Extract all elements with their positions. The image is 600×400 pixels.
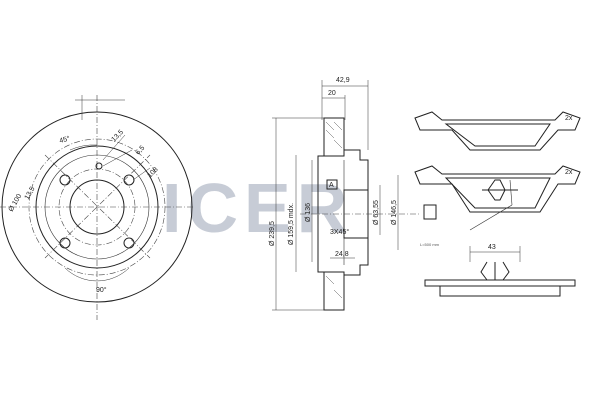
label-width-hub: 20: [328, 90, 336, 97]
pad-bottom-friction: [444, 177, 551, 209]
angle-arc-bottom: [64, 267, 130, 282]
disc-inner-wall: [317, 155, 324, 273]
pilot-hole: [95, 162, 103, 170]
pad-top-backplate: [414, 111, 581, 151]
label-qty-bottom: 2x: [565, 169, 573, 176]
label-bolt-hole: 13,5: [110, 129, 125, 144]
center-line-diagonal: [44, 154, 151, 259]
pad-side-clip-right: [502, 261, 510, 281]
label-angle-top: 45°: [58, 134, 70, 145]
label-outer-2: 13,5: [24, 186, 37, 201]
angle-arc-top: [69, 144, 98, 151]
center-line-diagonal: [44, 154, 151, 259]
hatch: [325, 129, 335, 139]
leader-line: [102, 134, 126, 161]
bolt-hole: [59, 174, 71, 186]
bolt-hole: [123, 174, 135, 186]
label-marker: A: [329, 182, 334, 189]
leader-line: [102, 149, 133, 167]
pad-top-friction: [444, 123, 551, 147]
label-thickness: 24,8: [335, 251, 349, 258]
label-chamfer: 3X45°: [330, 228, 349, 236]
watermark-text: ICER: [162, 169, 353, 247]
label-outer-diameter: Ø 239,5: [269, 221, 276, 246]
pad-side-clip-left: [480, 261, 488, 281]
hatch: [333, 289, 343, 299]
hatch: [325, 121, 335, 131]
pad-wire: [509, 179, 513, 206]
hatch: [325, 275, 335, 285]
bolt-hole: [123, 237, 135, 249]
label-pilot-hole: 6,5: [134, 145, 146, 157]
leader-line: [132, 167, 151, 181]
label-flange-diameter: Ø 146,5: [391, 200, 398, 225]
hatch: [333, 139, 343, 149]
bolt-hole: [59, 237, 71, 249]
label-angle-bottom: 90°: [96, 286, 107, 294]
side-tab: [423, 204, 437, 220]
friction-ring-lower: [323, 271, 345, 311]
label-hole-diameter: Ø 63,55: [373, 200, 380, 225]
brake-pads-view: 2x 2x L=500 mm 43: [414, 111, 581, 297]
label-pad-width: 43: [488, 244, 496, 251]
label-inner-diameter: Ø 136: [305, 203, 312, 222]
pad-side-backplate: [424, 279, 576, 287]
pad-wire: [469, 204, 513, 231]
label-outer-dia: Ø 100: [8, 193, 24, 213]
hatch: [333, 121, 343, 131]
label-pcd: 108: [146, 166, 159, 179]
label-note: L=500 mm: [420, 242, 440, 247]
pad-bottom-backplate: [414, 165, 581, 213]
label-qty-top: 2x: [565, 115, 573, 122]
label-width-total: 42,9: [336, 77, 350, 84]
label-min-diameter: Ø 159,5 mdx.: [288, 203, 295, 245]
marker-box: [326, 179, 338, 190]
disc-section-view: A 42,9 20 Ø 239,5 Ø 159,5 mdx. Ø 136 Ø 6…: [269, 77, 437, 311]
friction-ring-upper: [323, 117, 345, 157]
pad-side-friction: [439, 285, 561, 297]
